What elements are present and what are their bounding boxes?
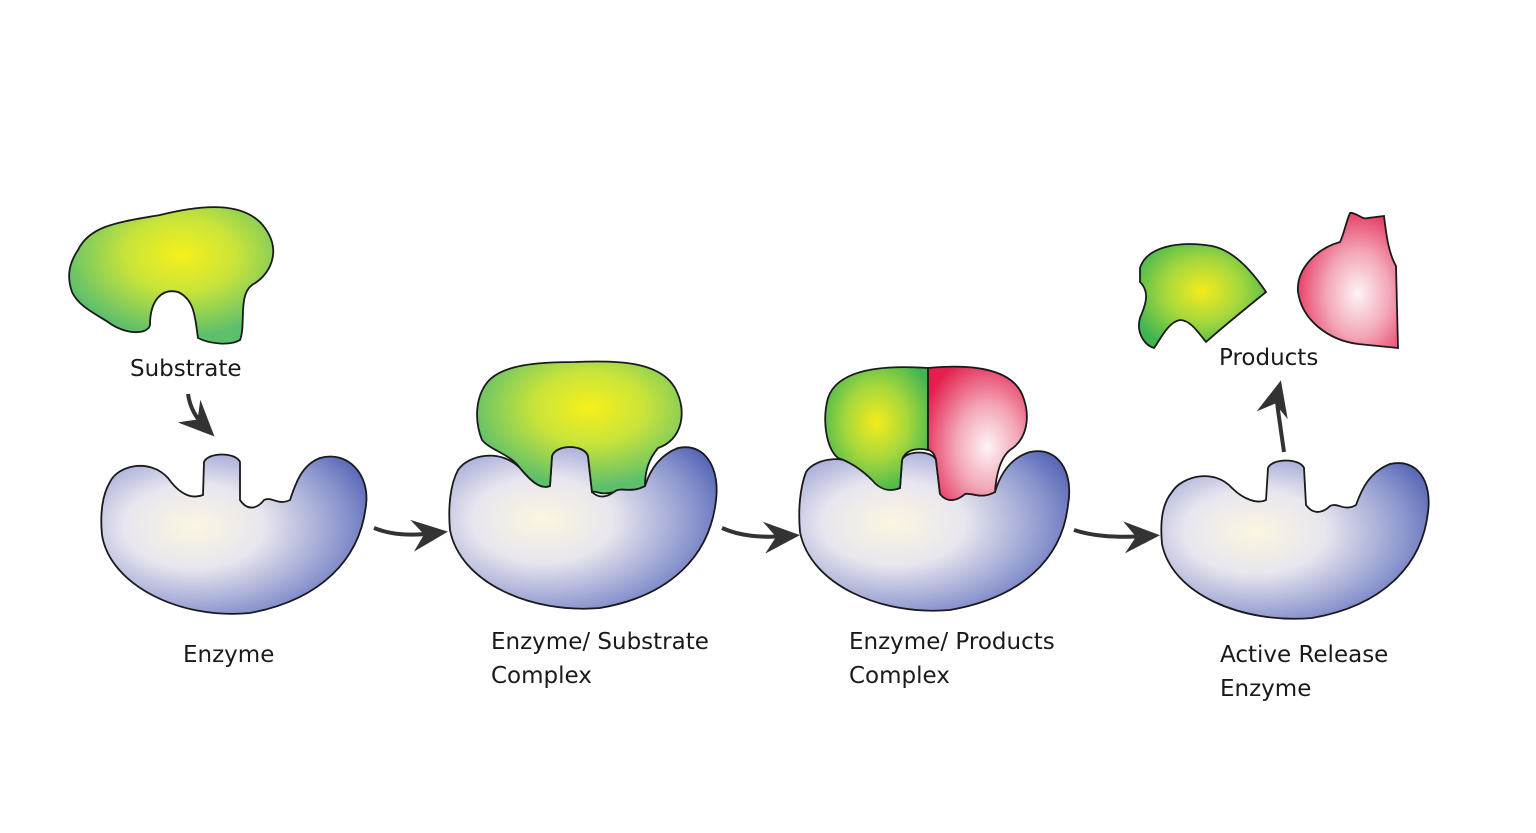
es-complex-label: Enzyme/ Substrate Complex xyxy=(491,625,709,693)
active-release-label: Active Release Enzyme xyxy=(1220,638,1388,706)
es-complex-enzyme-shape xyxy=(448,446,718,610)
es-complex-label-line1: Enzyme/ Substrate xyxy=(491,629,709,655)
red-product-shape xyxy=(1297,212,1399,349)
ep-complex-label-line1: Enzyme/ Products xyxy=(849,629,1055,655)
arrow-stage2-to-stage3 xyxy=(721,521,800,554)
enzyme-shape xyxy=(100,453,368,615)
arrow-stage1-to-stage2 xyxy=(373,519,448,552)
active-release-label-line1: Active Release xyxy=(1220,642,1389,668)
ep-complex-red-product-shape xyxy=(927,365,1028,501)
green-product-shape xyxy=(1138,243,1268,350)
substrate-label: Substrate xyxy=(130,352,242,386)
ep-complex-green-product-shape xyxy=(824,366,929,491)
enzyme-label-text: Enzyme xyxy=(183,642,275,668)
ep-complex-label: Enzyme/ Products Complex xyxy=(849,625,1055,693)
products-label-text: Products xyxy=(1219,345,1319,371)
release-up-arrow xyxy=(1256,380,1288,453)
ep-complex-enzyme-shape xyxy=(798,450,1071,612)
enzyme-label: Enzyme xyxy=(183,638,274,672)
arrow-stage3-to-stage4 xyxy=(1073,521,1160,554)
substrate-to-enzyme-arrow xyxy=(177,393,215,437)
products-label: Products xyxy=(1219,341,1318,375)
es-complex-substrate-shape xyxy=(476,360,683,495)
substrate-label-text: Substrate xyxy=(130,356,242,382)
released-enzyme-shape xyxy=(1160,459,1430,620)
active-release-label-line2: Enzyme xyxy=(1220,676,1312,702)
substrate-shape xyxy=(68,206,275,345)
es-complex-label-line2: Complex xyxy=(491,663,592,689)
ep-complex-label-line2: Complex xyxy=(849,663,950,689)
